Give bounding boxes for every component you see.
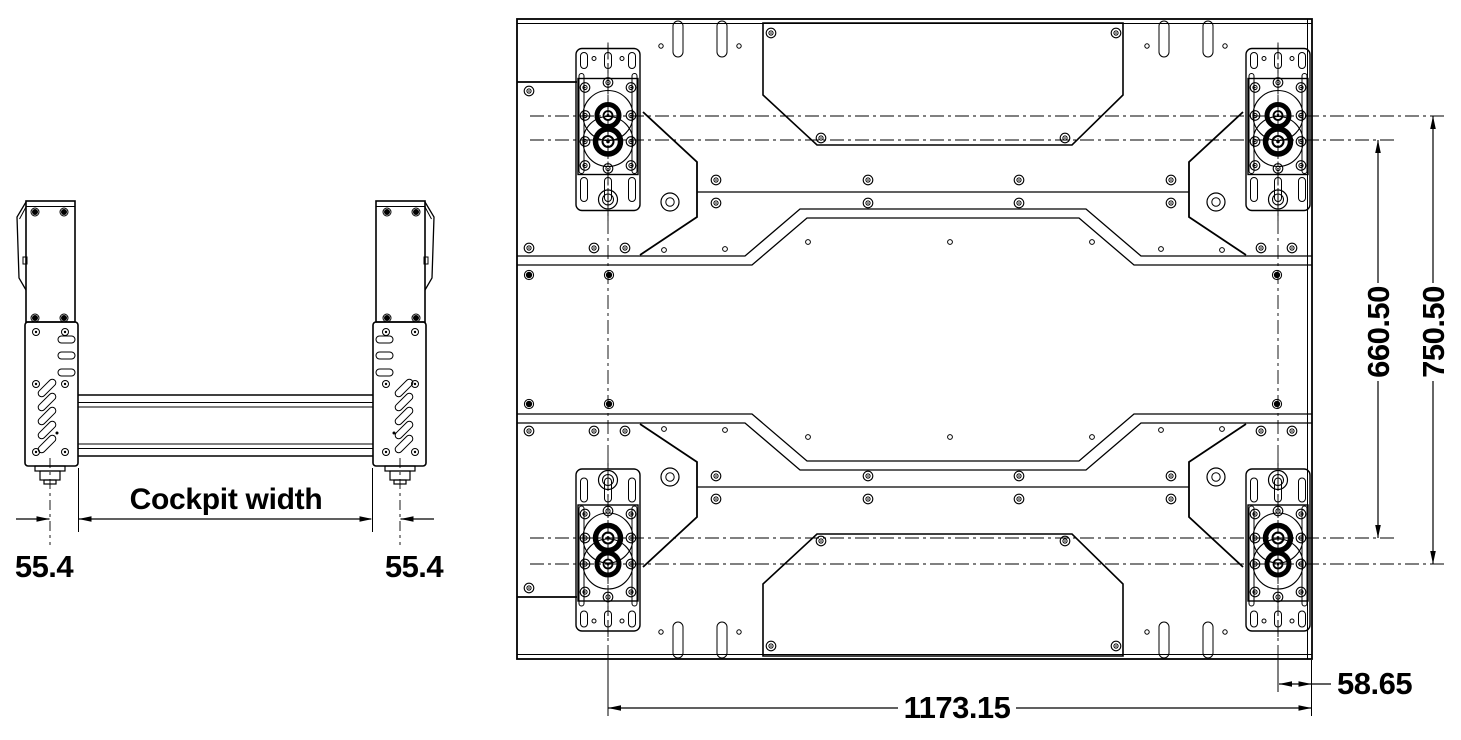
left-post-bracket [16,201,27,291]
gusset-plates [517,81,1247,598]
right-post-vents [394,378,414,454]
dim-55-right: 55.4 [385,516,445,584]
dim-55-left: 55.4 [15,516,75,584]
top-view: 1173.15 58.65 660.50 750.50 [516,18,1451,725]
front-view: Cockpit width 55.4 55.4 [15,200,445,584]
left-post-vents [37,378,57,454]
cross-rails [78,394,373,457]
centerlines [530,45,1447,660]
dim-55-right-label: 55.4 [385,549,445,584]
edge-slots [658,20,1228,659]
dim-660-label: 660.50 [1361,286,1396,378]
dim-58: 58.65 [1277,660,1413,701]
dim-1173: 1173.15 [607,660,1312,725]
dim-58-label: 58.65 [1337,666,1412,701]
cross-members [517,191,1312,488]
right-post [372,200,435,545]
dim-1173-label: 1173.15 [904,690,1011,725]
left-post [16,200,79,545]
bottom-cover-plate [762,533,1124,657]
dim-55-left-label: 55.4 [15,549,75,584]
cockpit-width-label: Cockpit width [130,483,323,516]
dim-cockpit-width: Cockpit width [78,468,373,532]
dim-750-label: 750.50 [1416,286,1451,378]
dim-750: 750.50 [1416,116,1451,564]
dim-660: 660.50 [1361,140,1396,538]
right-post-bracket [424,201,435,291]
top-cover-plate [762,22,1124,146]
